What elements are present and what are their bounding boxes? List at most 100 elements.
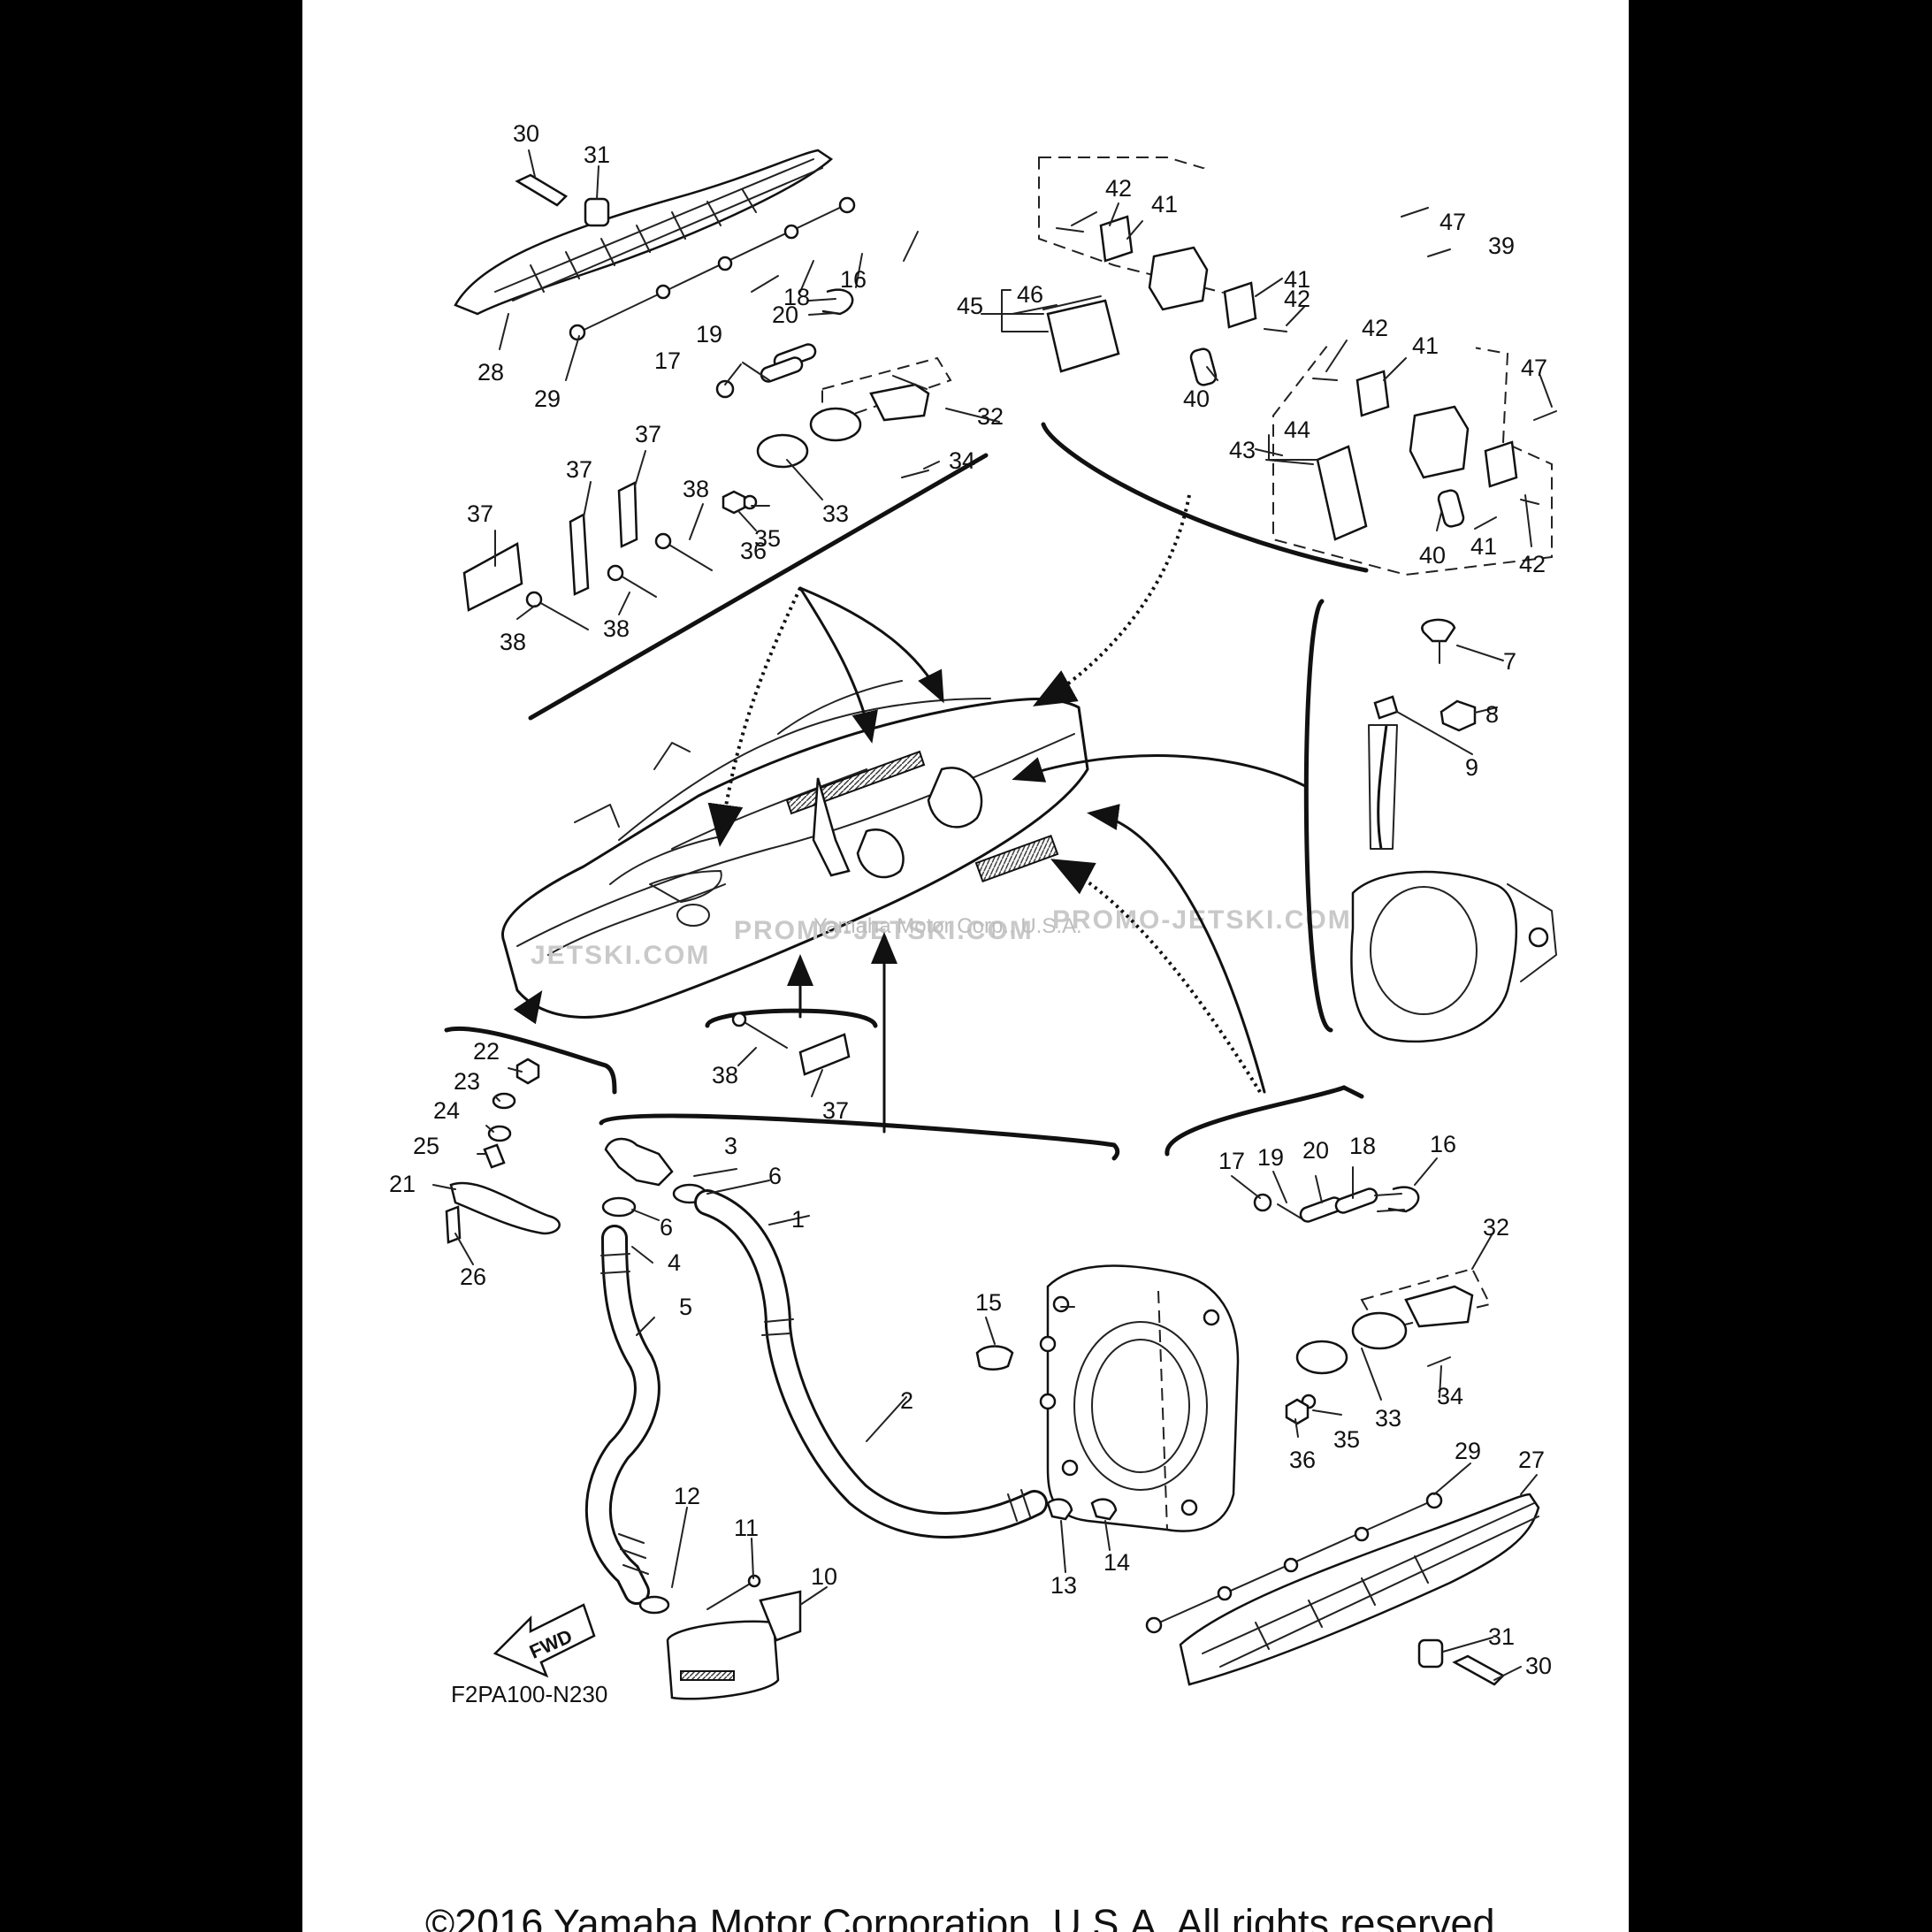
pump-housing xyxy=(1046,1264,1240,1532)
clamp-12 xyxy=(638,1595,670,1615)
rivet-11 xyxy=(706,1582,752,1610)
deck-mat-stripe xyxy=(785,750,926,815)
watermark: JETSKI.COM PROMO-JETSKI.COM Yamaha Motor… xyxy=(531,905,1350,970)
hose-1-2 xyxy=(697,1192,1045,1536)
callout-37b: 37 xyxy=(566,456,592,483)
nut-36 xyxy=(722,490,746,515)
callout-41d: 41 xyxy=(1470,533,1497,560)
screw-34 xyxy=(901,470,929,478)
callout-22: 22 xyxy=(473,1038,500,1065)
callout-7: 7 xyxy=(1503,648,1516,675)
callout-31: 31 xyxy=(584,141,610,168)
callout-19-lower: 19 xyxy=(1257,1144,1284,1171)
callout-21: 21 xyxy=(389,1171,416,1197)
callout-29: 29 xyxy=(534,386,561,412)
bracket-10 xyxy=(759,1590,802,1642)
grab-handle-group xyxy=(1033,157,1557,706)
callout-10: 10 xyxy=(811,1563,837,1590)
callout-34-lower: 34 xyxy=(1437,1383,1463,1409)
callout-15: 15 xyxy=(975,1289,1002,1316)
callout-47b: 47 xyxy=(1521,355,1547,381)
callout-42b: 42 xyxy=(1284,286,1310,312)
screw-34-lower xyxy=(1427,1356,1451,1367)
callout-33: 33 xyxy=(822,500,849,527)
callout-6a: 6 xyxy=(768,1163,782,1189)
rear-group-bottom-right xyxy=(1145,1085,1540,1686)
callout-26: 26 xyxy=(460,1264,486,1290)
callout-18-lower: 18 xyxy=(1349,1133,1376,1159)
plug-32 xyxy=(869,383,930,422)
callout-8: 8 xyxy=(1485,701,1499,728)
callout-16: 16 xyxy=(840,266,867,293)
bolt-30 xyxy=(515,173,569,207)
holder-block-upper xyxy=(1148,246,1209,311)
plate-41d xyxy=(1484,440,1518,488)
hose-4-5 xyxy=(587,1227,658,1602)
callout-12: 12 xyxy=(674,1483,700,1509)
callout-32-lower: 32 xyxy=(1483,1214,1509,1241)
hull-grate xyxy=(974,834,1059,883)
pins-38 xyxy=(537,543,713,630)
nut-22 xyxy=(515,1058,540,1085)
callout-47a: 47 xyxy=(1439,209,1466,235)
callout-45: 45 xyxy=(957,293,983,319)
watermark-owner: Yamaha Motor Corp., U.S.A. xyxy=(813,914,1082,938)
clamp-13 xyxy=(1046,1498,1073,1521)
pump-intake-view xyxy=(856,829,905,879)
plate-41b xyxy=(1223,281,1257,329)
callout-14: 14 xyxy=(1103,1549,1130,1576)
callout-33-lower: 33 xyxy=(1375,1405,1401,1432)
callout-46: 46 xyxy=(1017,281,1043,308)
box-label xyxy=(680,1670,735,1681)
callout-6b: 6 xyxy=(660,1214,673,1241)
callout-23: 23 xyxy=(454,1068,480,1095)
jet-pump-housing-right xyxy=(1350,870,1518,1043)
clamp-9 xyxy=(1373,695,1399,720)
callout-38a: 38 xyxy=(683,476,709,502)
bolt-26 xyxy=(445,1205,462,1244)
label-brackets xyxy=(1001,289,1318,461)
callout-31-lower: 31 xyxy=(1488,1623,1515,1650)
pointer-arrows xyxy=(513,586,1309,1134)
figure-code: F2PA100-N230 xyxy=(451,1681,607,1707)
fitting-7 xyxy=(1421,618,1456,643)
callout-43: 43 xyxy=(1229,437,1256,463)
callout-40a: 40 xyxy=(1183,386,1210,412)
callout-39: 39 xyxy=(1488,233,1515,259)
gasket-33-lower xyxy=(1295,1340,1348,1375)
copyright-notice: ©2016 Yamaha Motor Corporation, U.S.A. A… xyxy=(424,1901,1507,1932)
plate-41c xyxy=(1355,370,1390,417)
snap-group-lower xyxy=(705,1008,878,1076)
washer-23 xyxy=(492,1092,516,1110)
callout-38b: 38 xyxy=(500,629,526,655)
plug-32-lower xyxy=(1404,1285,1474,1328)
clamp-6b xyxy=(601,1196,637,1218)
handrail-group-top-left xyxy=(454,149,989,721)
bolt-25 xyxy=(483,1143,506,1169)
callout-35: 35 xyxy=(754,525,781,552)
nut-36-lower xyxy=(1285,1398,1310,1425)
pump-housing-group xyxy=(975,1264,1240,1532)
callout-32: 32 xyxy=(977,403,1004,430)
callout-18: 18 xyxy=(783,284,810,310)
fitting-3 xyxy=(604,1137,674,1187)
box-10 xyxy=(666,1620,780,1700)
snap-37b xyxy=(569,512,590,596)
spacer-24 xyxy=(487,1125,512,1142)
housing-33-lower xyxy=(1351,1311,1408,1350)
callout-37a: 37 xyxy=(635,421,661,447)
callout-24: 24 xyxy=(433,1097,460,1124)
tow-eye-16 xyxy=(821,288,854,316)
callout-28: 28 xyxy=(477,359,504,386)
callout-25: 25 xyxy=(413,1133,439,1159)
fwd-arrow: FWD xyxy=(493,1603,596,1678)
callout-3: 3 xyxy=(724,1133,737,1159)
rod-29 xyxy=(574,202,850,335)
housing-33a xyxy=(809,407,862,442)
collar-31-lower xyxy=(1417,1638,1444,1669)
plate-20 xyxy=(760,356,804,383)
cover-46 xyxy=(1046,299,1120,373)
callout-9: 9 xyxy=(1465,754,1478,781)
